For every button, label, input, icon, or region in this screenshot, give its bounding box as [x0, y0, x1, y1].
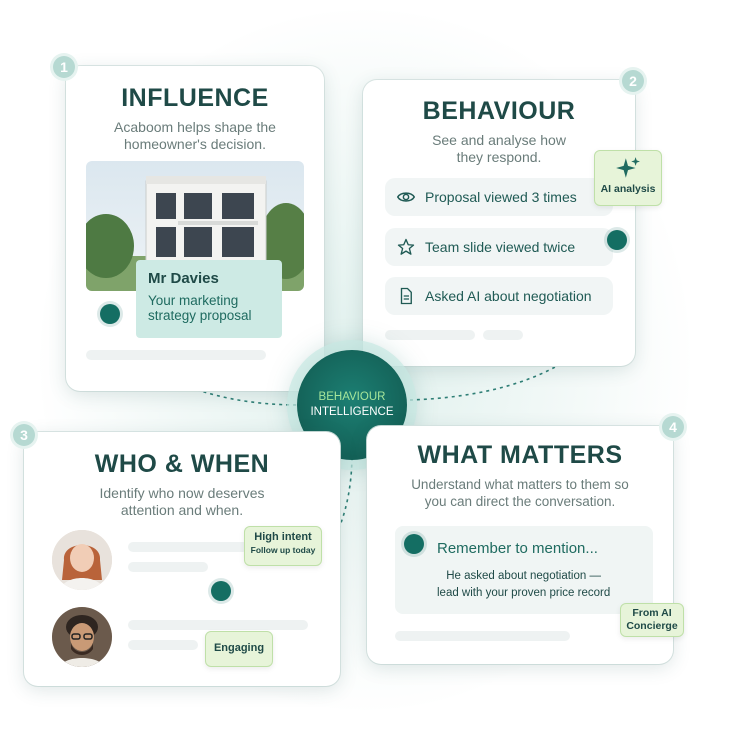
placeholder-bar [128, 542, 248, 552]
placeholder-bar [385, 330, 475, 340]
influence-subtitle: Acaboom helps shape the homeowner's deci… [114, 119, 276, 152]
what-matters-title: WHAT MATTERS [417, 441, 623, 469]
ai-concierge-tag: From AI Concierge [620, 603, 684, 637]
proposal-viewed-row[interactable]: Proposal viewed 3 times [385, 178, 613, 216]
asked-ai-row[interactable]: Asked AI about negotiation [385, 277, 613, 315]
influence-connector-dot [100, 304, 120, 324]
engaging-tag: Engaging [205, 631, 273, 667]
person-icon [52, 607, 112, 667]
behaviour-title: BEHAVIOUR [422, 97, 576, 125]
reminder-box: Remember to mention... He asked about ne… [395, 526, 653, 614]
who-when-connector-dot [211, 581, 231, 601]
step-number-3: 3 [13, 424, 35, 446]
high-intent-tag: High intent Follow up today [244, 526, 322, 566]
placeholder-bar [128, 640, 198, 650]
what-matters-subtitle: Understand what matters to them so you c… [411, 477, 629, 509]
proposal-line2: strategy proposal [148, 308, 252, 323]
hub-line1: BEHAVIOUR [318, 391, 386, 403]
reminder-title: Remember to mention... [437, 540, 598, 557]
who-when-title: WHO & WHEN [94, 450, 270, 478]
house-image [86, 161, 304, 291]
influence-title: INFLUENCE [121, 84, 269, 112]
what-matters-connector-dot [404, 534, 424, 554]
person-icon [52, 530, 112, 590]
ai-analysis-tag: AI analysis [594, 150, 662, 206]
influence-card: INFLUENCE Acaboom helps shape the homeow… [66, 66, 324, 391]
behaviour-connector-dot [607, 230, 627, 250]
reminder-text: He asked about negotiation — lead with y… [437, 570, 611, 599]
star-icon [397, 238, 415, 255]
placeholder-bar [86, 350, 266, 360]
placeholder-bar [128, 562, 208, 572]
who-when-subtitle: Identify who now deserves attention and … [99, 485, 265, 518]
placeholder-bar [395, 631, 570, 641]
client-name: Mr Davies [148, 270, 219, 287]
step-number-1: 1 [53, 56, 75, 78]
placeholder-bar [128, 620, 308, 630]
eye-icon [397, 192, 415, 202]
step-number-4: 4 [662, 416, 684, 438]
hub-line2: INTELLIGENCE [310, 406, 394, 418]
document-icon [400, 287, 412, 305]
placeholder-bar [483, 330, 523, 340]
behaviour-subtitle: See and analyse how they respond. [432, 132, 566, 165]
team-slide-row[interactable]: Team slide viewed twice [385, 228, 613, 266]
step-number-2: 2 [622, 70, 644, 92]
avatar-woman [52, 530, 112, 590]
sparkle-icon [616, 157, 640, 178]
proposal-overlay: Mr Davies Your marketing strategy propos… [136, 260, 282, 338]
proposal-line1: Your marketing [148, 293, 239, 308]
behaviour-card: BEHAVIOUR See and analyse how they respo… [363, 80, 635, 366]
avatar-man [52, 607, 112, 667]
